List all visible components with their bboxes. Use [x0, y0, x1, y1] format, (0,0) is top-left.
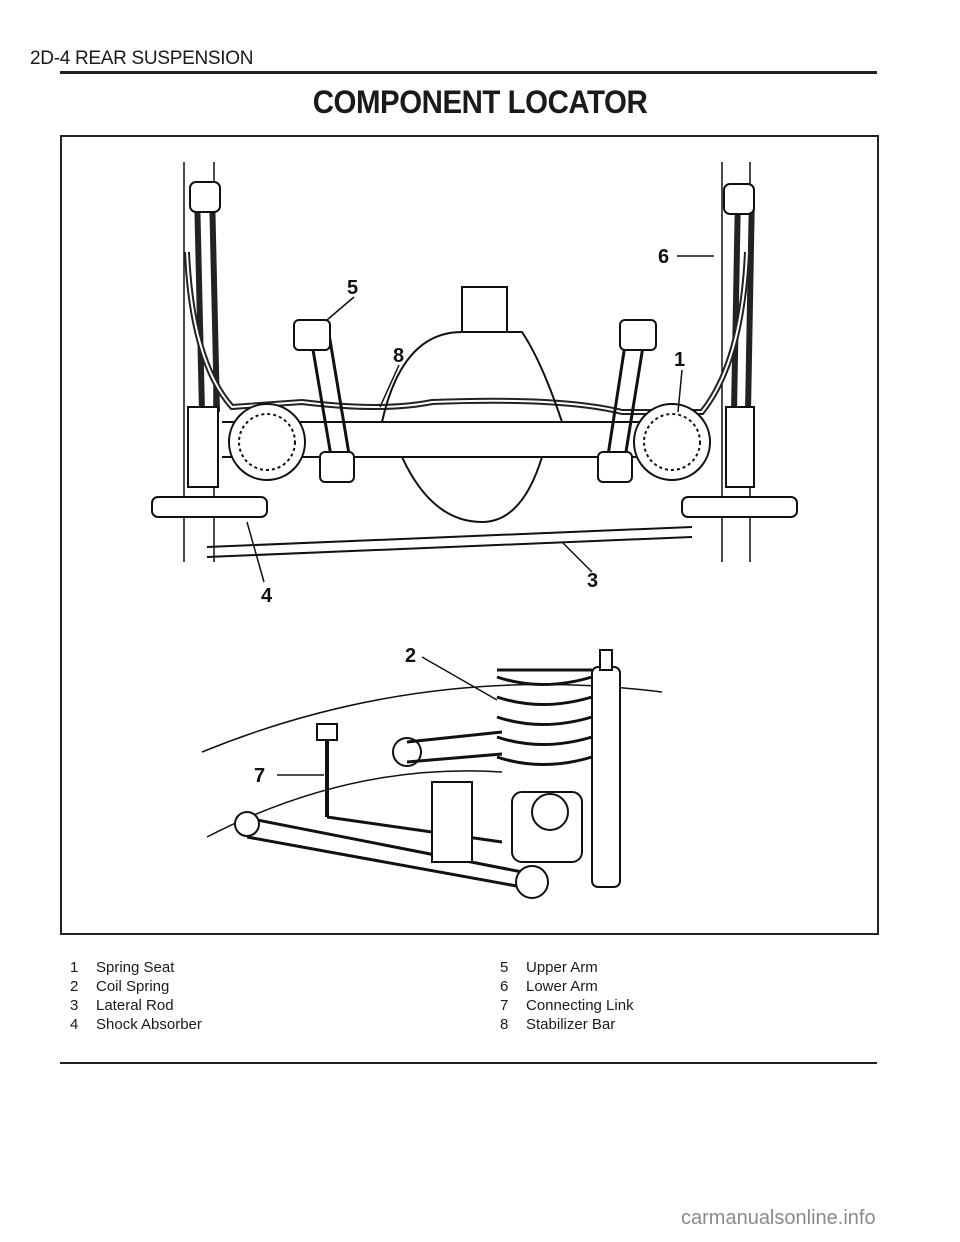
- legend-label: Connecting Link: [526, 997, 634, 1014]
- callout-4: 4: [261, 585, 273, 607]
- legend-label: Lateral Rod: [96, 997, 174, 1014]
- legend-number: 6: [500, 978, 509, 995]
- callout-5: 5: [347, 277, 358, 299]
- legend-left: 1 Spring Seat 2 Coil Spring 3 Lateral Rod 4…: [70, 958, 202, 1034]
- callout-7: 7: [254, 765, 265, 787]
- suspension-illustration: 6 5 8 1 4 3 2 7: [151, 162, 798, 899]
- component-diagram: 6 5 8 1 4 3 2 7: [60, 135, 879, 935]
- legend-item: 1 Spring Seat: [70, 958, 202, 977]
- callout-2: 2: [405, 645, 416, 667]
- legend-item: 2 Coil Spring: [70, 977, 202, 996]
- legend-right: 5 Upper Arm 6 Lower Arm 7 Connecting Link 8…: [500, 958, 634, 1034]
- watermark: carmanualsonline.info: [681, 1207, 876, 1229]
- legend-label: Lower Arm: [526, 978, 598, 995]
- callout-6: 6: [658, 246, 669, 268]
- legend-item: 7 Connecting Link: [500, 996, 634, 1015]
- legend-item: 4 Shock Absorber: [70, 1015, 202, 1034]
- legend-label: Upper Arm: [526, 959, 598, 976]
- legend-number: 3: [70, 997, 79, 1014]
- legend-number: 7: [500, 997, 509, 1014]
- legend-number: 8: [500, 1016, 509, 1033]
- footer-rule: [60, 1062, 877, 1064]
- callout-8: 8: [393, 345, 404, 367]
- legend-item: 5 Upper Arm: [500, 958, 634, 977]
- legend-label: Coil Spring: [96, 978, 170, 995]
- legend-item: 6 Lower Arm: [500, 977, 634, 996]
- legend-label: Shock Absorber: [96, 1016, 202, 1033]
- legend-number: 1: [70, 959, 79, 976]
- legend-number: 4: [70, 1016, 79, 1033]
- legend-item: 8 Stabilizer Bar: [500, 1015, 634, 1034]
- header-rule: [60, 71, 877, 74]
- legend-number: 5: [500, 959, 509, 976]
- legend-label: Spring Seat: [96, 959, 175, 976]
- callout-1: 1: [674, 349, 685, 371]
- legend-number: 2: [70, 978, 79, 995]
- page-title: COMPONENT LOCATOR: [312, 84, 648, 120]
- section-header: 2D-4 REAR SUSPENSION: [30, 48, 254, 69]
- callout-3: 3: [587, 570, 598, 592]
- legend-item: 3 Lateral Rod: [70, 996, 202, 1015]
- legend-label: Stabilizer Bar: [526, 1016, 616, 1033]
